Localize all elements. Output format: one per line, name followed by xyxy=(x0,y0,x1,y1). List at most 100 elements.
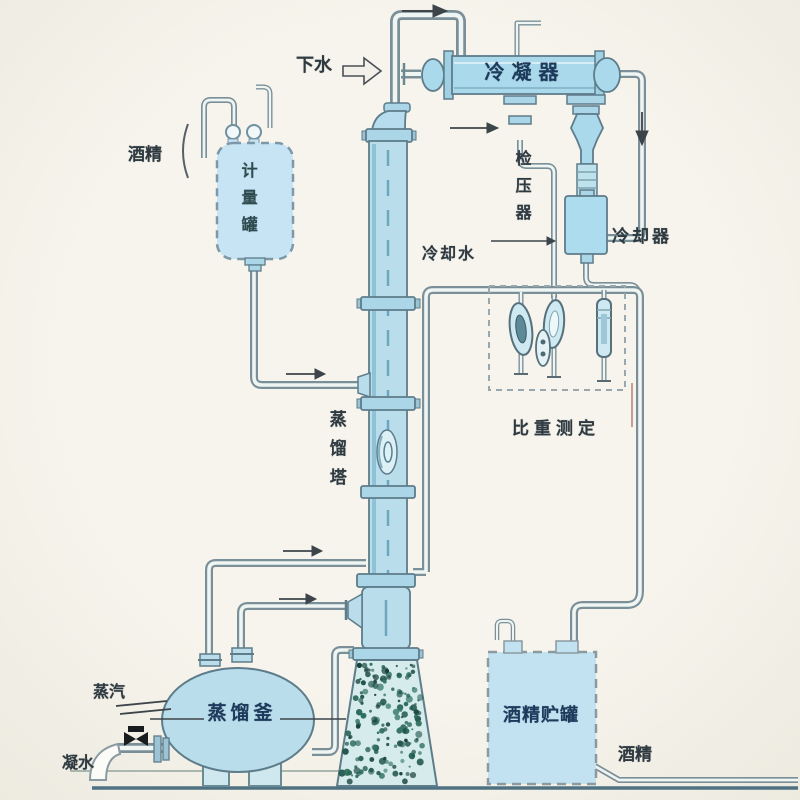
packing-dot xyxy=(345,730,352,737)
test-tube-c xyxy=(596,298,612,358)
label-condensate: 凝水 xyxy=(62,755,95,772)
packing-dot xyxy=(369,662,373,666)
packing-dot xyxy=(395,664,398,668)
packing-dot xyxy=(417,694,424,701)
packing-dot xyxy=(349,740,357,747)
gravity-dashed-box xyxy=(488,285,626,391)
packing-dot xyxy=(403,701,409,707)
vapor-riser-pipe-bore xyxy=(392,12,464,112)
packing-dot xyxy=(380,678,383,681)
packing-dot xyxy=(383,676,388,681)
packing-dot xyxy=(418,751,422,755)
alcohol-out-pipe-bore xyxy=(592,763,798,782)
packing-dot xyxy=(368,767,374,773)
packing-dot xyxy=(408,742,412,745)
packing-dot xyxy=(382,679,387,684)
packing-dot xyxy=(400,750,404,754)
packing-dot xyxy=(416,710,422,716)
packing-dot xyxy=(365,746,371,753)
packing-dot xyxy=(369,757,375,762)
packing-dot xyxy=(409,772,417,779)
packing-dot xyxy=(392,770,399,777)
packing-dot xyxy=(346,778,353,785)
packing-dot xyxy=(383,693,387,697)
packing-dot xyxy=(397,699,401,703)
packing-dot xyxy=(373,679,377,684)
packing-dot xyxy=(414,703,417,706)
still-vapor-pipe-1-bore xyxy=(207,561,366,660)
label-measuring-tank: 计量罐 xyxy=(238,162,256,243)
label-cooling-water: 冷却水 xyxy=(422,246,477,263)
label-condenser: 冷凝器 xyxy=(484,62,566,84)
packing-dot xyxy=(412,754,415,757)
packing-dot xyxy=(406,693,411,698)
storage-tank xyxy=(486,640,598,786)
packing-dot xyxy=(361,712,367,719)
packing-dot xyxy=(393,744,398,748)
packing-dot xyxy=(372,674,376,678)
tank-vent-pipe-bore xyxy=(495,619,515,653)
label-cooler: 冷却器 xyxy=(612,227,672,246)
packing-dot xyxy=(359,691,363,695)
packing-dot xyxy=(376,731,380,734)
packing-dot xyxy=(396,691,403,698)
packing-dot xyxy=(407,722,413,728)
packing-dot xyxy=(381,723,385,727)
packing-dot xyxy=(356,709,363,716)
packing-dot xyxy=(411,687,418,693)
packing-dot xyxy=(386,675,392,680)
side-nozzle-trumpet xyxy=(347,592,363,630)
label-steam: 蒸汽 xyxy=(93,684,126,701)
sight-glass-a xyxy=(508,302,534,356)
packing-dot xyxy=(392,764,397,769)
packing-dot xyxy=(358,755,364,762)
still-kettle xyxy=(153,647,315,787)
condenser-vent-pipe-bore xyxy=(515,21,541,56)
drain-water-arrow xyxy=(342,56,383,86)
packing-dot xyxy=(343,768,351,776)
packing-dot xyxy=(355,679,361,684)
distillation-column xyxy=(335,102,439,787)
packing-dot xyxy=(355,774,359,778)
packing-dot xyxy=(410,704,417,711)
packing-dot xyxy=(405,772,410,776)
packing-dot xyxy=(398,707,403,712)
packing-dot xyxy=(374,693,377,697)
packing-dot xyxy=(376,770,381,776)
packing-dot xyxy=(362,688,369,695)
supply-bracket xyxy=(182,123,189,179)
packing-dot xyxy=(388,761,394,767)
packing-dot xyxy=(414,738,419,743)
label-still: 蒸馏釜 xyxy=(207,703,277,724)
packing-dot xyxy=(384,759,389,764)
sight-glass-port xyxy=(376,429,398,475)
packing-dot xyxy=(404,738,408,743)
packing-dot xyxy=(419,742,425,749)
packing-dot xyxy=(369,709,372,713)
cooling-water-line-bore xyxy=(413,288,642,653)
packing-dot xyxy=(361,662,368,669)
condenser-outlet-pipe-bore xyxy=(607,72,644,240)
packing-dot xyxy=(376,683,384,691)
packing-dot xyxy=(404,692,407,695)
packing-dot xyxy=(356,662,362,669)
gravity-test-station xyxy=(488,285,633,427)
packing-dot xyxy=(365,671,371,678)
packing-dot xyxy=(392,708,400,716)
pressure-checker-device xyxy=(503,95,537,125)
vapor-flow-arrow xyxy=(432,4,449,18)
packing-dot xyxy=(417,699,420,702)
label-drain-water: 下水 xyxy=(296,55,332,75)
packing-dot xyxy=(376,702,382,708)
alcohol-supply-pipe-bore xyxy=(202,98,236,158)
measuring-tank xyxy=(182,123,295,272)
tank-top-vent xyxy=(256,84,273,128)
packing-dot xyxy=(399,741,406,748)
label-storage-tank: 酒精贮罐 xyxy=(503,705,579,725)
packing-dot xyxy=(383,727,388,732)
packing-dot xyxy=(358,769,364,775)
condensate-drain-elbow xyxy=(88,742,122,781)
packing-dot xyxy=(411,664,416,669)
packing-dot xyxy=(380,698,387,706)
packing-dot xyxy=(407,673,412,677)
